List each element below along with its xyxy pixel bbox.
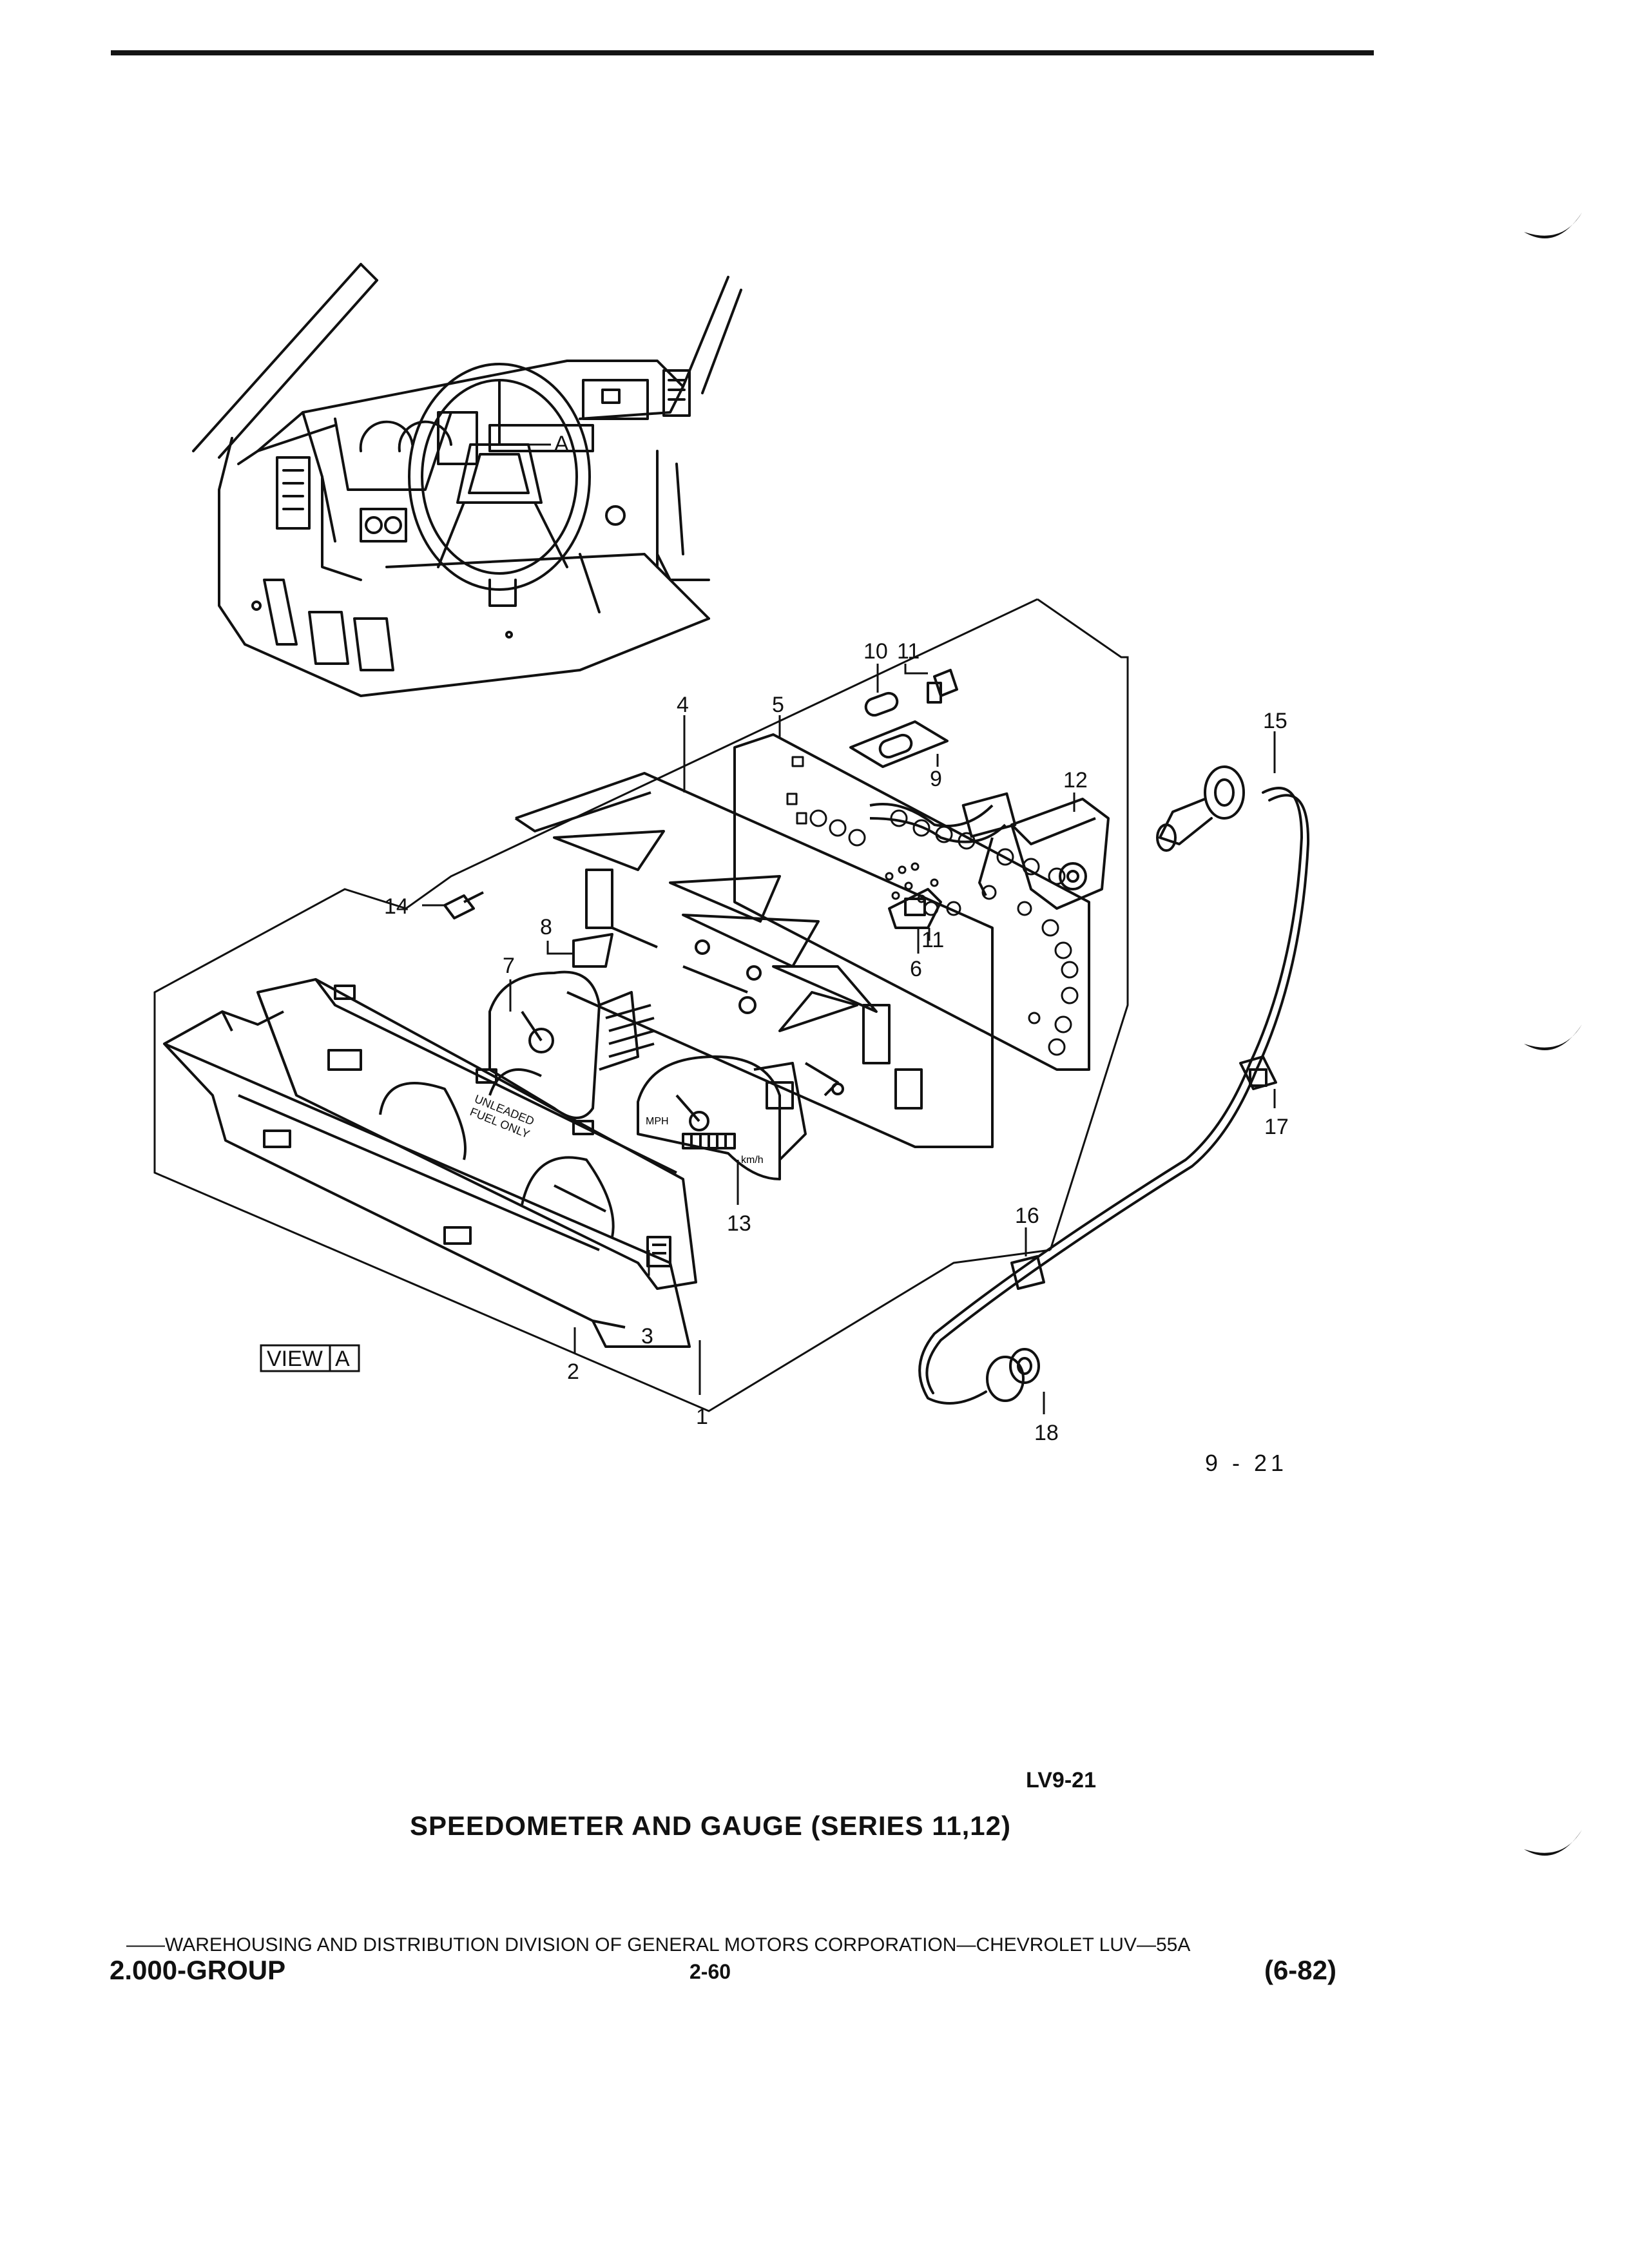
view-ref-text: A — [335, 1347, 350, 1371]
footer-date: (6-82) — [1264, 1955, 1336, 1985]
callout-10: 10 — [863, 639, 888, 664]
temp-fuel-gauge-part-7 — [488, 933, 655, 1119]
lens-cluster-part-2 — [163, 1010, 691, 1348]
binder-hole-mark-bottom — [1524, 1830, 1582, 1856]
speedometer-cable-parts-15-18 — [918, 765, 1310, 1405]
callout-11: 11 — [897, 639, 920, 664]
assembly-boundary — [153, 598, 1129, 1412]
footer-page-number: 2-60 — [689, 1960, 731, 1983]
binder-hole-mark-top — [1524, 213, 1582, 238]
binder-hole-mark-middle — [1524, 1024, 1582, 1050]
callout-4: 4 — [677, 693, 689, 717]
bezel-part-3 — [256, 978, 697, 1290]
exploded-parts-diagram: A UNLEADED FUEL ONLY — [153, 263, 1310, 1445]
callout-18: 18 — [1034, 1421, 1059, 1445]
callout-11-clip: 11 — [921, 928, 944, 952]
callout-1: 1 — [696, 1405, 708, 1429]
view-a-label: VIEW A — [260, 1344, 360, 1372]
bulb-socket-parts-9-10-11 — [849, 669, 958, 768]
callout-5: 5 — [772, 693, 784, 717]
printed-circuit-part-5 — [733, 733, 1090, 1071]
callout-2: 2 — [567, 1360, 579, 1384]
callout-14: 14 — [384, 894, 409, 919]
regulator-part-12 — [1010, 798, 1110, 910]
callout-12: 12 — [1063, 768, 1088, 793]
top-rule — [111, 50, 1374, 55]
callout-17: 17 — [1264, 1115, 1289, 1139]
footer-row: 2.000-GROUP 2-60 (6-82) — [110, 1955, 1336, 1987]
leader-lines — [422, 664, 1276, 1414]
mph-label: MPH — [646, 1116, 669, 1127]
screw-part-14 — [443, 891, 484, 919]
view-label-text: VIEW — [267, 1347, 323, 1371]
clip-part-6 — [888, 888, 942, 929]
footer-group: 2.000-GROUP — [110, 1955, 286, 1985]
callout-9: 9 — [930, 767, 942, 791]
figure-id: 9 - 21 — [1205, 1450, 1288, 1476]
callout-16: 16 — [1015, 1204, 1039, 1228]
callout-13: 13 — [727, 1211, 751, 1236]
footer-publisher-line: ——WAREHOUSING AND DISTRIBUTION DIVISION … — [126, 1934, 1191, 1956]
callout-3: 3 — [641, 1324, 653, 1349]
callout-7: 7 — [503, 954, 515, 978]
page-title: SPEEDOMETER AND GAUGE (SERIES 11,12) — [410, 1811, 1011, 1841]
callout-15: 15 — [1263, 709, 1287, 733]
dashboard-inset-illustration — [192, 263, 742, 697]
kmh-label: km/h — [741, 1155, 764, 1166]
lv-code: LV9-21 — [1026, 1768, 1096, 1792]
callout-a: A — [554, 432, 569, 456]
callout-6: 6 — [910, 957, 922, 981]
callout-8: 8 — [540, 915, 552, 939]
speedometer-part-13 — [637, 1055, 807, 1180]
